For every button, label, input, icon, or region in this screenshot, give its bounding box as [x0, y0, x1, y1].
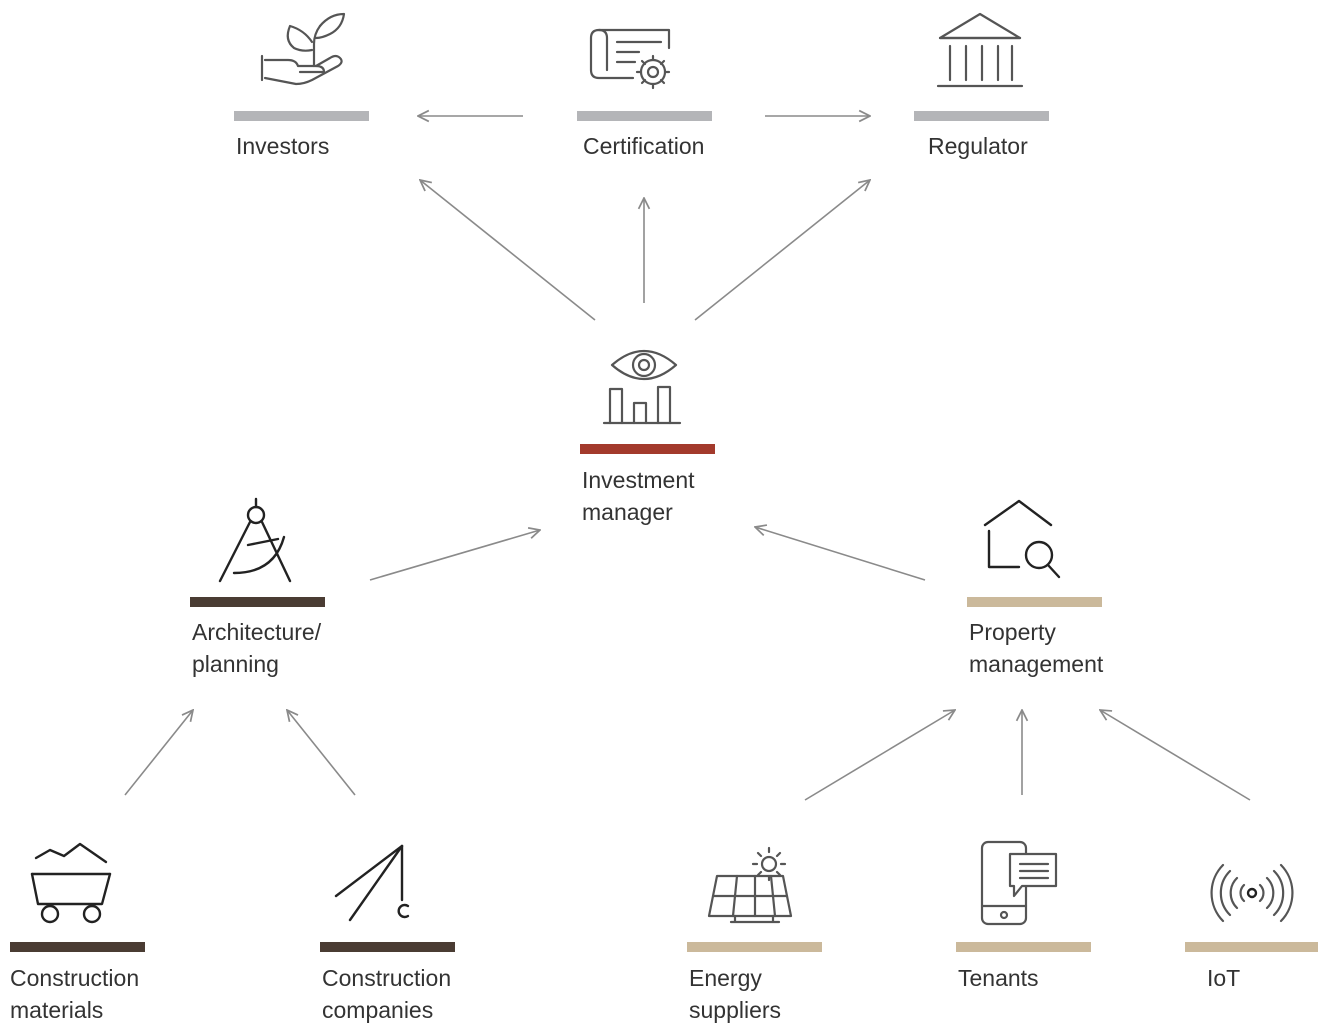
category-bar	[1185, 942, 1318, 952]
drafting-compass-icon	[190, 495, 330, 585]
label-line: Certification	[583, 133, 705, 159]
arrow-companies-to-architecture	[287, 710, 356, 796]
category-bar	[967, 597, 1102, 607]
eye-chart-icon	[580, 343, 720, 433]
solar-panel-icon	[687, 838, 827, 928]
phone-message-icon	[956, 838, 1096, 928]
government-building-icon	[914, 8, 1054, 98]
crane-icon	[320, 838, 460, 928]
label-line: planning	[192, 651, 279, 677]
node-label: Construction materials	[10, 962, 139, 1026]
node-label: Architecture/planning	[192, 616, 321, 680]
node-label: Regulator	[928, 130, 1028, 162]
house-search-icon	[967, 495, 1107, 585]
node-label: Property management	[969, 616, 1103, 680]
node-label: IoT	[1207, 962, 1240, 994]
label-line: management	[969, 651, 1104, 677]
label-line: companies	[322, 997, 434, 1023]
arrow-energy-to-property	[804, 710, 955, 801]
category-bar	[580, 444, 715, 454]
node-label: Energy suppliers	[689, 962, 781, 1026]
mining-cart-icon	[10, 838, 150, 928]
category-bar	[10, 942, 145, 952]
node-label: Tenants	[958, 962, 1039, 994]
category-bar	[914, 111, 1049, 121]
node-label: Certification	[583, 130, 704, 162]
node-label: Construction companies	[322, 962, 451, 1026]
label-line: Construction	[322, 965, 452, 991]
label-line: materials	[10, 997, 104, 1023]
signal-broadcast-icon	[1185, 838, 1318, 928]
category-bar	[234, 111, 369, 121]
label-line: suppliers	[689, 997, 782, 1023]
category-bar	[956, 942, 1091, 952]
category-bar	[320, 942, 455, 952]
arrow-manager-to-regulator	[694, 180, 870, 321]
node-label: Investors	[236, 130, 329, 162]
category-bar	[577, 111, 712, 121]
arrow-manager-to-investors	[420, 180, 596, 321]
arrow-architecture-to-manager	[369, 530, 540, 581]
category-bar	[687, 942, 822, 952]
label-line: Tenants	[958, 965, 1039, 991]
label-line: manager	[582, 499, 673, 525]
label-line: IoT	[1207, 965, 1241, 991]
label-line: Investors	[236, 133, 330, 159]
node-label: Investment manager	[582, 464, 695, 528]
plant-in-hand-icon	[234, 8, 374, 98]
arrow-iot-to-property	[1100, 710, 1251, 801]
arrow-materials-to-architecture	[124, 710, 193, 796]
label-line: Architecture/	[192, 619, 322, 645]
category-bar	[190, 597, 325, 607]
arrow-property-to-manager	[755, 527, 926, 581]
label-line: Regulator	[928, 133, 1028, 159]
label-line: Investment	[582, 467, 695, 493]
label-line: Property	[969, 619, 1056, 645]
label-line: Construction	[10, 965, 140, 991]
label-line: Energy	[689, 965, 762, 991]
certificate-gear-icon	[577, 8, 717, 98]
